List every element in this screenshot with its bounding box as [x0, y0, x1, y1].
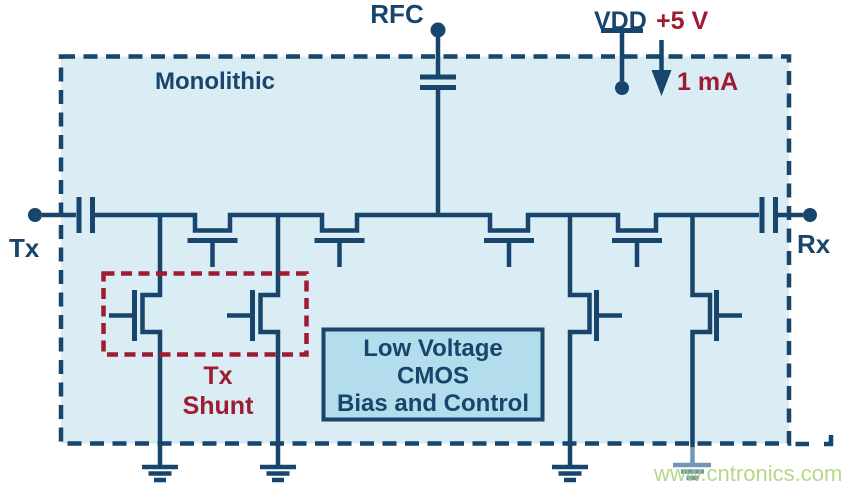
shunt-fet-rx-1 — [567, 215, 622, 466]
shunt-fet-rx-2-channel — [690, 215, 713, 447]
rx-port: Rx — [759, 197, 831, 259]
current-arrow: 1 mA — [651, 40, 738, 96]
rfc-node-dot — [430, 22, 446, 38]
control-block-line1: Low Voltage — [363, 335, 503, 362]
series-fet-4 — [612, 238, 662, 267]
shunt-fet-tx-2 — [227, 215, 281, 466]
rfc-terminal: RFC — [370, 0, 456, 215]
rx-label: Rx — [797, 229, 831, 259]
tx-shunt-box: Tx Shunt — [101, 271, 309, 420]
ground-symbol-2 — [260, 464, 296, 483]
vdd-supply: VDD +5 V — [594, 7, 708, 95]
ground-bars — [673, 462, 711, 481]
tx-port: Tx — [9, 197, 95, 263]
vdd-node-dot — [615, 81, 629, 95]
ground-bars — [260, 464, 296, 483]
rfc-label: RFC — [370, 0, 424, 29]
control-block-line2: CMOS — [397, 363, 469, 390]
shunt-fet-tx-2-channel — [258, 215, 281, 466]
main-signal-path — [95, 212, 759, 233]
boundary-corner-overshoot — [795, 435, 834, 447]
control-block-box — [321, 327, 545, 422]
ground-bars — [142, 464, 178, 483]
tx-shunt-label-line2: Shunt — [183, 392, 254, 420]
series-fet-2 — [314, 238, 365, 267]
tx-port-dot — [28, 208, 42, 222]
rx-blocking-capacitor — [759, 197, 778, 233]
shunt-fet-rx-2 — [690, 215, 742, 447]
current-arrow-head — [651, 70, 672, 96]
watermark: www.cntronics.com — [653, 461, 842, 486]
ground-bars — [552, 464, 588, 483]
ground-symbol-3 — [552, 464, 588, 483]
shunt-fet-rx-1-channel — [567, 215, 592, 466]
vdd-voltage-label: +5 V — [656, 7, 708, 35]
control-block: Low Voltage CMOS Bias and Control — [321, 327, 545, 422]
series-fet-3 — [484, 238, 534, 267]
tx-shunt-outline — [101, 271, 309, 357]
tx-shunt-label-line1: Tx — [203, 362, 232, 390]
ground-symbol-1 — [142, 464, 178, 483]
current-label: 1 mA — [677, 68, 738, 96]
ground-symbol-4 — [673, 447, 711, 481]
tx-label: Tx — [9, 233, 40, 263]
monolithic-label: Monolithic — [155, 68, 275, 95]
series-fet-1 — [187, 238, 238, 267]
rfc-capacitor — [420, 74, 456, 90]
control-block-line3: Bias and Control — [337, 390, 529, 417]
rx-port-dot — [803, 208, 817, 222]
tx-blocking-capacitor — [76, 197, 95, 233]
